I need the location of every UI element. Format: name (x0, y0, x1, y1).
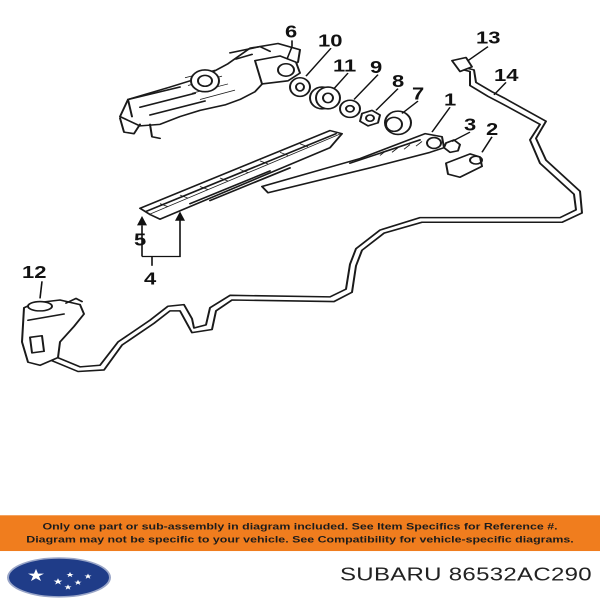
callout-11: 11 (333, 57, 356, 76)
callout-10: 10 (318, 32, 343, 51)
disclaimer-banner: Only one part or sub-assembly in diagram… (0, 515, 600, 552)
callout-3: 3 (464, 116, 476, 135)
callout-6: 6 (285, 23, 297, 42)
callout-8: 8 (392, 72, 404, 91)
footer: SUBARU 86532AC290 (0, 553, 600, 600)
parts-diagram: 6 10 11 9 8 7 1 3 2 13 14 12 5 4 (21, 23, 583, 373)
arrow-4 (175, 211, 185, 221)
callout-14: 14 (494, 66, 519, 85)
wiper-motor (119, 42, 301, 140)
washer-reservoir (21, 297, 85, 367)
callout-13: 13 (476, 29, 501, 48)
cap-7 (384, 110, 412, 136)
washer-hose (47, 56, 583, 373)
wiper-blade (139, 129, 343, 220)
washer-10 (289, 76, 311, 98)
nut-8 (359, 109, 381, 127)
leader-lines (39, 40, 507, 299)
callout-9: 9 (370, 58, 382, 77)
bushing-11 (309, 86, 341, 110)
callout-12: 12 (22, 263, 47, 282)
cap-2 (445, 153, 483, 178)
part-number-label: SUBARU 86532AC290 (340, 564, 592, 586)
callout-5: 5 (134, 231, 146, 250)
disclaimer-line-2: Diagram may not be specific to your vehi… (26, 533, 574, 545)
callout-4: 4 (144, 270, 156, 289)
arrow-5 (137, 216, 147, 226)
washer-9 (339, 99, 361, 119)
nut-3 (443, 139, 461, 154)
callout-1: 1 (444, 91, 456, 110)
disclaimer-line-1: Only one part or sub-assembly in diagram… (42, 520, 558, 532)
callout-2: 2 (486, 120, 498, 139)
subaru-logo-icon (7, 557, 111, 598)
callout-7: 7 (412, 85, 424, 104)
